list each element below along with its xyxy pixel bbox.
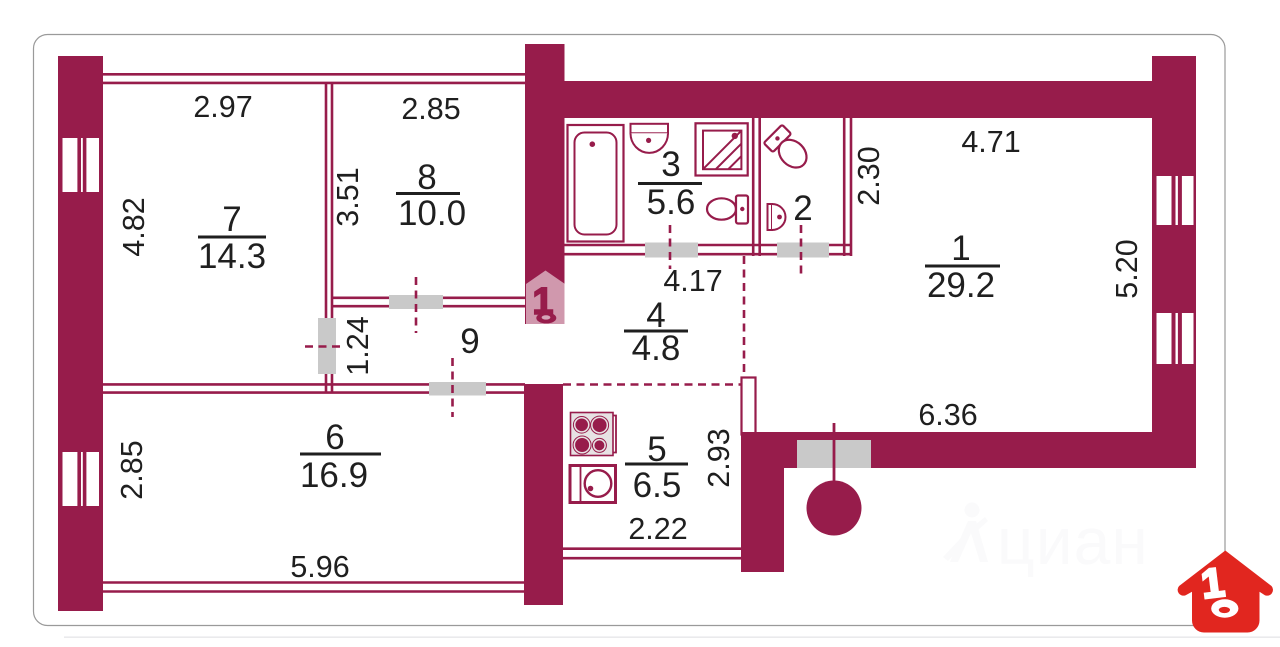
svg-text:3: 3	[661, 145, 680, 184]
svg-text:5: 5	[647, 430, 666, 469]
svg-text:5.6: 5.6	[647, 183, 696, 222]
svg-text:1.24: 1.24	[341, 316, 375, 375]
svg-text:2.22: 2.22	[628, 512, 687, 546]
svg-text:2.85: 2.85	[115, 440, 149, 499]
svg-text:5.20: 5.20	[1110, 239, 1144, 298]
svg-text:4.8: 4.8	[632, 329, 681, 368]
svg-text:2.30: 2.30	[852, 146, 886, 205]
svg-text:1: 1	[951, 229, 970, 268]
svg-text:2.93: 2.93	[702, 428, 736, 487]
svg-text:2.97: 2.97	[193, 90, 252, 124]
svg-text:6: 6	[325, 418, 344, 457]
svg-text:16.9: 16.9	[300, 456, 368, 495]
svg-text:9: 9	[460, 322, 479, 361]
svg-text:6.36: 6.36	[918, 398, 977, 432]
svg-text:14.3: 14.3	[198, 237, 266, 276]
svg-text:8: 8	[417, 158, 436, 197]
svg-text:4.17: 4.17	[663, 264, 722, 298]
svg-text:циан: циан	[997, 504, 1149, 578]
svg-text:2: 2	[793, 189, 812, 228]
svg-text:2.85: 2.85	[401, 92, 460, 126]
svg-text:4.71: 4.71	[961, 125, 1020, 159]
svg-text:10.0: 10.0	[398, 194, 466, 233]
svg-text:7: 7	[222, 200, 241, 239]
svg-text:4.82: 4.82	[117, 197, 151, 256]
svg-text:4: 4	[646, 296, 665, 335]
svg-text:6.5: 6.5	[633, 466, 682, 505]
svg-text:5.96: 5.96	[290, 550, 349, 584]
svg-text:29.2: 29.2	[927, 266, 995, 305]
svg-text:3.51: 3.51	[331, 167, 365, 226]
